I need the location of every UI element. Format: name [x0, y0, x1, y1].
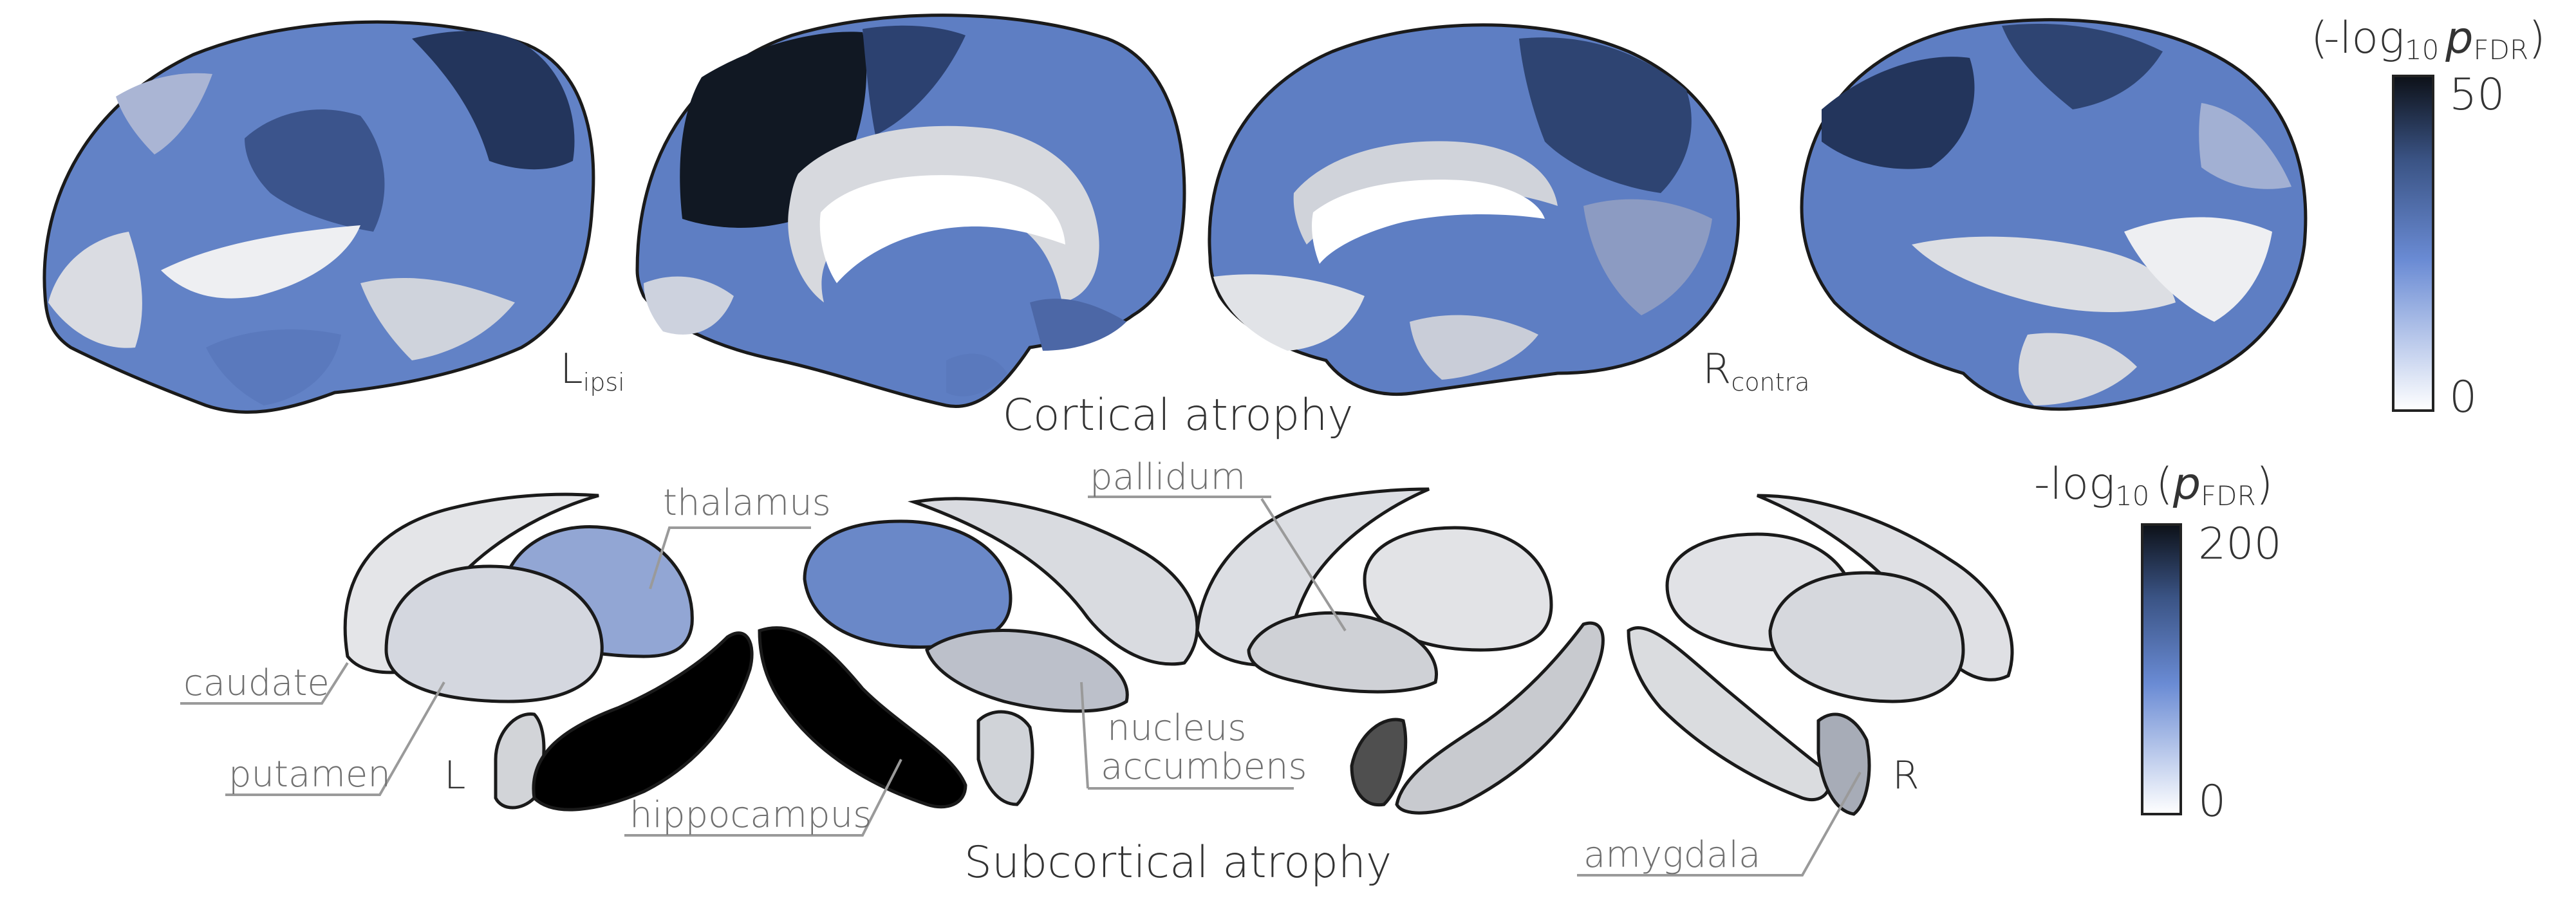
subcortical-colorbar-min: 0: [2198, 776, 2226, 827]
label-amygdala: amygdala: [1583, 834, 1760, 876]
label-putamen: putamen: [229, 754, 391, 795]
cortical-colorbar-min: 0: [2449, 372, 2477, 423]
brain-right-lateral: [1800, 18, 2308, 411]
subcortical-colorbar: -log10(pFDR) 200 0: [2034, 459, 2282, 827]
hippocampus-shape-rm: [1395, 621, 1605, 815]
brain-left-medial: [635, 14, 1186, 408]
amygdala-shape-r: [1816, 712, 1871, 816]
subcortical-title: Subcortical atrophy: [964, 837, 1392, 888]
putamen-shape-r: [1768, 571, 1965, 703]
subcortical-left-lateral: [343, 492, 754, 812]
hippocampus-shape-lm: [758, 626, 967, 809]
label-caudate: caudate: [183, 662, 330, 704]
subcortical-side-right: R: [1892, 753, 1919, 798]
caudate-shape-lm: [908, 497, 1199, 666]
putamen-shape-lm: [925, 629, 1129, 713]
subcortical-colorbar-max: 200: [2198, 519, 2282, 570]
label-thalamus: thalamus: [663, 482, 831, 524]
label-accumbens: accumbens: [1101, 746, 1307, 788]
subcortical-annotations: thalamus caudate putamen hippocampus pal…: [180, 456, 1919, 888]
subcortical-side-left: L: [444, 753, 465, 798]
thalamus-shape-lm: [803, 519, 1013, 649]
amygdala-shape-rm: [1350, 718, 1408, 807]
hippocampus-shape-l: [532, 631, 754, 812]
svg-text:(: (: [2311, 13, 2328, 64]
subcortical-left-medial: [758, 497, 1199, 809]
cortical-colorbar-gradient: [2392, 75, 2434, 412]
label-pallidum: pallidum: [1090, 456, 1246, 498]
label-nucleus: nucleus: [1107, 707, 1246, 749]
right-contra-label: Rcontra: [1703, 346, 1810, 396]
subcortical-right-medial: [1195, 487, 1605, 815]
pallidum-shape-rm: [1247, 611, 1438, 694]
cortical-title: Cortical atrophy: [1002, 390, 1353, 441]
subcortical-colorbar-gradient: [2141, 523, 2182, 815]
hippocampus-shape-r: [1627, 626, 1832, 802]
putamen-shape-l: [384, 564, 604, 703]
cortical-colorbar-max: 50: [2449, 70, 2505, 120]
amygdala-shape-lm: [976, 710, 1034, 806]
label-hippocampus: hippocampus: [630, 794, 872, 836]
left-ipsi-label: Lipsi: [560, 346, 625, 396]
brain-left-lateral: [42, 20, 595, 414]
subcortical-right-lateral: [1627, 494, 2014, 816]
brain-right-medial: [1208, 23, 1741, 396]
amygdala-shape-l: [494, 712, 546, 810]
subcortical-colorbar-label: -log10(pFDR): [2034, 459, 2273, 512]
